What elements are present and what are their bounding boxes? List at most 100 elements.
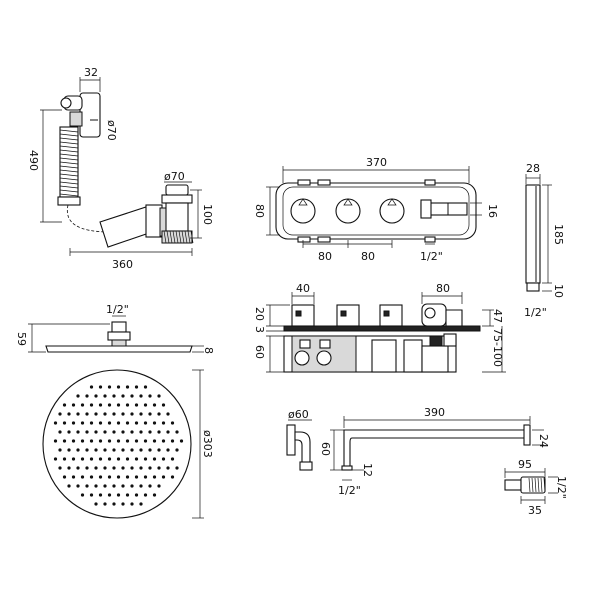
outlet-thread-label: 1/2" — [420, 250, 443, 263]
nozzle — [116, 403, 121, 407]
hose-rib — [59, 133, 79, 137]
nozzle — [85, 412, 89, 416]
nozzle — [107, 457, 112, 461]
nozzle — [94, 430, 98, 434]
nozzle — [98, 385, 103, 389]
elbow-drawing: 95 1/2" 35 — [504, 458, 568, 517]
nozzle — [67, 448, 71, 452]
nozzle — [76, 448, 80, 452]
nozzle — [130, 394, 134, 398]
handset-thread-label: 1/2" — [524, 306, 547, 319]
nozzle — [170, 457, 175, 461]
nozzle — [152, 439, 157, 443]
hose-rib — [59, 129, 79, 133]
nozzle — [143, 475, 148, 479]
nozzle — [125, 421, 130, 425]
nozzle — [125, 403, 130, 407]
nozzle — [89, 421, 94, 425]
nozzle — [112, 394, 116, 398]
nozzle — [89, 457, 94, 461]
nozzle — [148, 484, 152, 488]
head-thread-label: 1/2" — [106, 303, 129, 316]
nozzle — [62, 475, 67, 479]
nozzle — [134, 475, 139, 479]
elbow-length-label: 95 — [518, 458, 532, 471]
nozzle — [112, 502, 116, 506]
nozzle — [125, 457, 130, 461]
nozzle — [143, 457, 148, 461]
nozzle — [116, 493, 121, 497]
holder-depth-label: 47 — [491, 309, 504, 323]
nozzle — [157, 466, 161, 470]
nozzle — [121, 394, 125, 398]
head-height-label: 59 — [15, 332, 28, 346]
nozzle — [76, 466, 80, 470]
waste-height-label: 490 — [27, 150, 40, 171]
hose-rib — [59, 173, 79, 177]
nozzle — [166, 430, 170, 434]
nozzle — [89, 475, 94, 479]
nozzle — [76, 394, 80, 398]
nozzle — [103, 412, 107, 416]
nozzle — [98, 457, 103, 461]
nozzle — [94, 448, 98, 452]
hose-rib — [59, 137, 79, 141]
nozzle — [152, 493, 157, 497]
nozzle — [134, 457, 139, 461]
nozzle — [143, 403, 148, 407]
nozzle — [89, 385, 94, 389]
nozzle — [152, 403, 157, 407]
nozzle — [121, 412, 125, 416]
nozzle — [148, 412, 152, 416]
handset-width-label: 28 — [526, 162, 540, 175]
waste-depth-label: 100 — [201, 204, 214, 225]
nozzle — [112, 484, 116, 488]
elbow-thread-label: 1/2" — [555, 476, 568, 499]
nozzle — [157, 394, 161, 398]
thread-line — [190, 230, 194, 244]
nozzle — [58, 448, 62, 452]
nozzle — [76, 430, 80, 434]
nozzle — [67, 466, 71, 470]
nozzle — [152, 475, 157, 479]
hose-rib — [59, 193, 79, 197]
nozzle — [112, 466, 116, 470]
nozzle — [121, 484, 125, 488]
nozzle — [107, 421, 112, 425]
nozzle — [175, 448, 179, 452]
nozzle — [143, 493, 148, 497]
arm-drop-label: 60 — [319, 442, 332, 456]
nozzle — [62, 457, 67, 461]
nozzle — [53, 457, 58, 461]
nozzle — [116, 475, 121, 479]
nozzle — [170, 439, 175, 443]
nozzle — [143, 421, 148, 425]
nozzle — [85, 448, 89, 452]
shower-head-drawing: 1/2" 59 8 ø303 — [15, 303, 215, 519]
overflow-width-label: 32 — [84, 66, 98, 79]
valve-front-drawing: 370 80 80 80 1/2" 16 — [253, 156, 499, 263]
thread-line — [534, 477, 537, 493]
nozzle — [166, 448, 170, 452]
nozzle — [80, 421, 85, 425]
holder-width-label: 80 — [436, 282, 450, 295]
nozzle — [175, 466, 179, 470]
elbow-depth-label: 35 — [528, 504, 542, 517]
nozzle — [76, 412, 80, 416]
nozzle — [62, 403, 67, 407]
nozzle — [58, 466, 62, 470]
handle-depth-label: 40 — [296, 282, 310, 295]
handle-height-label: 20 — [253, 307, 266, 321]
thread-line — [184, 230, 188, 244]
nozzle — [134, 403, 139, 407]
nozzle — [94, 466, 98, 470]
thread-line — [540, 477, 543, 493]
nozzle — [130, 448, 134, 452]
nozzle — [125, 493, 130, 497]
thread-line — [543, 477, 546, 493]
nozzle — [103, 484, 107, 488]
nozzle — [161, 457, 166, 461]
arm-length-label: 390 — [424, 406, 445, 419]
nozzle — [170, 475, 175, 479]
nozzle — [67, 412, 71, 416]
